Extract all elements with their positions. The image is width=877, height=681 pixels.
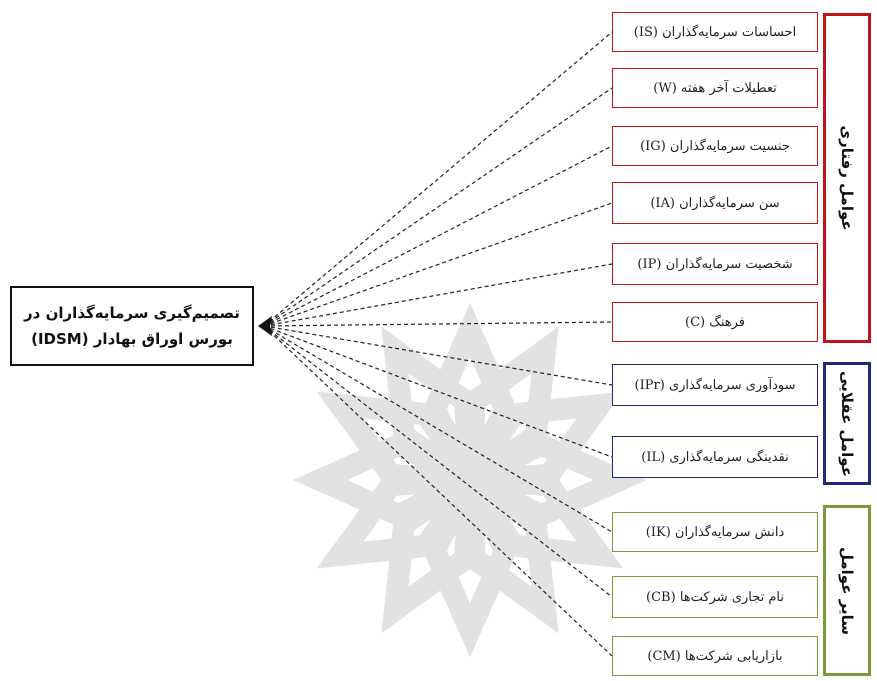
factor-box-ia: سن سرمایه‌گذاران (IA) [612, 182, 818, 224]
connector-line [263, 325, 613, 458]
connector-line [263, 263, 613, 327]
category-rational-label: عوامل عقلایی [838, 370, 856, 477]
category-other: سایر عوامل [823, 505, 871, 676]
factor-box-ik: دانش سرمایه‌گذاران (IK) [612, 512, 818, 552]
factor-box-c: فرهنگ (C) [612, 302, 818, 342]
factor-box-il: نقدینگی سرمایه‌گذاری (IL) [612, 436, 818, 478]
connector-line [263, 325, 613, 598]
connector-line [263, 145, 613, 327]
main-node-line2: بورس اوراق بهادار (IDSM) [31, 330, 233, 348]
main-node-idsm: تصمیم‌گیری سرمایه‌گذاران در بورس اوراق ب… [10, 286, 254, 366]
category-behavioral: عوامل رفتاری [823, 13, 871, 343]
category-behavioral-label: عوامل رفتاری [838, 125, 856, 231]
connector-line [263, 325, 613, 386]
connector-line [263, 325, 613, 657]
factor-box-cm: بازاریابی شرکت‌ها (CM) [612, 636, 818, 676]
factor-box-w: تعطیلات آخر هفته (W) [612, 68, 818, 108]
connector-line [263, 87, 613, 327]
connector-line [263, 31, 613, 327]
connector-line [263, 202, 613, 327]
main-node-line1: تصمیم‌گیری سرمایه‌گذاران در [24, 304, 240, 322]
factor-box-cb: نام تجاری شرکت‌ها (CB) [612, 576, 818, 618]
category-other-label: سایر عوامل [838, 546, 856, 635]
category-rational: عوامل عقلایی [823, 362, 871, 485]
connector-line [263, 325, 613, 533]
fan-origin-arrowhead [258, 316, 272, 336]
connector-line [263, 321, 613, 327]
factor-box-is: احساسات سرمایه‌گذاران (IS) [612, 12, 818, 52]
factor-box-ig: جنسیت سرمایه‌گذاران (IG) [612, 126, 818, 166]
factor-box-ipr: سودآوری سرمایه‌گذاری (IPr) [612, 364, 818, 406]
factor-box-ip: شخصیت سرمایه‌گذاران (IP) [612, 243, 818, 285]
